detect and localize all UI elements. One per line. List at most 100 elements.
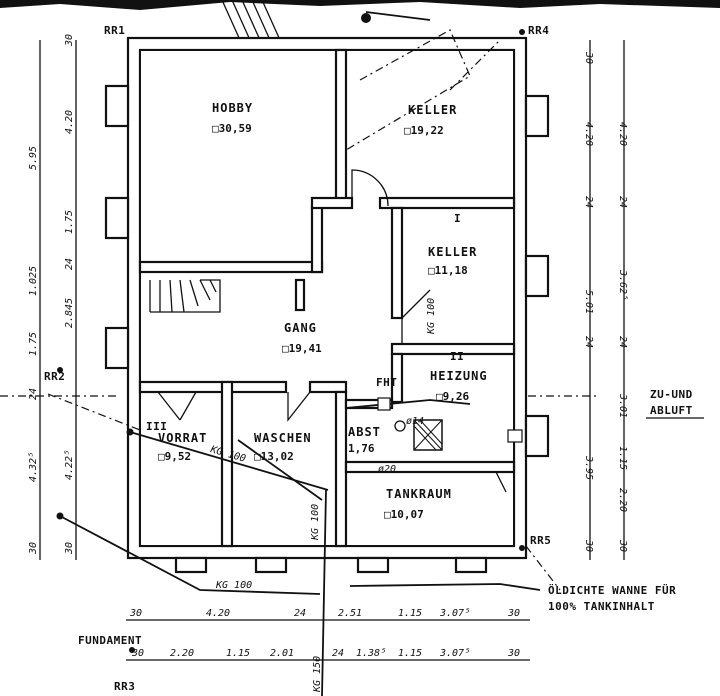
bottom2-dim-5: 1.38⁵ — [356, 648, 386, 659]
bottom1-dim-4: 1.15 — [398, 608, 422, 619]
notes: ZU-UND ABLUFT ÖLDICHTE WANNE FÜR 100% TA… — [78, 388, 704, 647]
drain-pipes — [59, 11, 541, 696]
diameter-14-label: ø14 — [406, 416, 424, 427]
room-keller1-name: KELLER — [408, 103, 457, 117]
left-dim-1: 4.20 — [64, 110, 75, 134]
window-niches-left — [104, 84, 130, 370]
interior-walls — [138, 48, 516, 548]
right-dim-9: 3.01 — [617, 393, 628, 418]
entrance-stair — [221, 0, 281, 41]
room-heizung-name: HEIZUNG — [430, 369, 488, 383]
left-dim-11: 30 — [28, 542, 39, 555]
corner-rr1: RR1 — [104, 24, 125, 37]
left-dim-0: 30 — [64, 34, 75, 47]
room-waschen-name: WASCHEN — [254, 431, 312, 445]
left-dim-3: 1.75 — [64, 210, 75, 234]
note-oil-tank-2: 100% TANKINHALT — [548, 600, 655, 613]
bottom1-dim-0: 30 — [129, 608, 142, 619]
interior-stair — [149, 279, 221, 313]
bottom2-dim-1: 2.20 — [170, 648, 194, 659]
left-dim-7: 1.75 — [28, 332, 39, 356]
bottom1-dim-6: 30 — [507, 608, 520, 619]
pipe-label-5: KG 150 — [312, 656, 323, 693]
door-swings — [157, 169, 507, 493]
room-vorrat-area: □9,52 — [158, 450, 191, 463]
bottom2-dim-6: 1.15 — [398, 648, 422, 659]
section-mark-1: I — [454, 212, 461, 225]
right-dim-3: 24 — [583, 196, 594, 208]
left-dim-8: 24 — [28, 388, 39, 400]
right-dim-8: 24 — [617, 336, 628, 348]
corner-markers: RR1 RR4 RR2 RR5 RR3 — [44, 24, 551, 693]
left-dim-12: 30 — [64, 542, 75, 555]
left-dim-9: 4.32⁵ — [28, 452, 39, 482]
room-waschen-area: □13,02 — [254, 450, 294, 463]
symbols: FHT ø14 ø20 I II III — [146, 212, 464, 475]
section-mark-2: II — [450, 350, 464, 363]
note-oil-tank-1: ÖLDICHTE WANNE FÜR — [548, 583, 676, 597]
note-zu-und: ZU-UND — [650, 388, 693, 401]
bottom2-dim-0: 30 — [131, 648, 144, 659]
bottom1-dim-5: 3.07⁵ — [439, 608, 470, 619]
bottom1-dim-3: 2.51 — [338, 608, 362, 619]
right-dim-7: 24 — [583, 336, 594, 348]
corner-rr3: RR3 — [114, 680, 135, 693]
note-fundament: FUNDAMENT — [78, 634, 142, 647]
pipe-label-3: KG 100 — [310, 504, 321, 541]
room-vorrat-name: VORRAT — [158, 431, 207, 445]
bottom1-dim-2: 24 — [294, 608, 306, 619]
pipe-label-1: KG 100 — [426, 298, 437, 335]
pipe-nodes — [56, 13, 525, 653]
right-dim-11: 1.15 — [617, 446, 628, 470]
bottom1-dim-1: 4.20 — [206, 608, 230, 619]
diameter-20-label: ø20 — [378, 464, 396, 475]
right-dim-6: 3.62⁵ — [617, 269, 628, 300]
room-gang-name: GANG — [284, 321, 317, 335]
room-heizung-area: □9,26 — [436, 390, 469, 403]
window-niches-bottom — [174, 556, 488, 574]
left-dim-5: 1.025 — [28, 266, 39, 296]
right-dim-10: 3.95 — [583, 455, 594, 480]
bottom2-dim-7: 3.07⁵ — [439, 648, 470, 659]
right-dim-2: 4.20 — [617, 122, 628, 146]
right-dim-0: 30 — [583, 51, 594, 64]
note-abluft: ABLUFT — [650, 404, 693, 417]
bottom2-dim-8: 30 — [507, 648, 520, 659]
room-gang-area: □19,41 — [282, 342, 322, 355]
right-dim-5: 5.01 — [583, 290, 594, 314]
left-dim-4: 24 — [64, 258, 75, 270]
bottom2-dim-2: 1.15 — [226, 648, 250, 659]
corner-rr4: RR4 — [528, 24, 549, 37]
pipe-label-4: KG 100 — [215, 580, 252, 591]
section-mark-3: III — [146, 420, 167, 433]
right-dim-14: 30 — [617, 539, 628, 552]
room-abst-name: ABST — [348, 425, 381, 439]
right-dim-12: 2.20 — [617, 488, 628, 512]
bottom2-dim-3: 2.01 — [270, 648, 294, 659]
right-dim-1: 4.20 — [583, 122, 594, 146]
dimension-right: 30 4.20 4.20 24 24 5.01 3.62⁵ 24 24 3.01… — [583, 40, 628, 560]
section-lines — [0, 29, 600, 591]
corner-rr2: RR2 — [44, 370, 65, 383]
room-hobby-area: □30,59 — [212, 122, 252, 135]
left-dim-10: 4.22⁵ — [64, 450, 75, 480]
corner-rr5: RR5 — [530, 534, 551, 547]
window-niches-right — [524, 94, 550, 458]
left-dim-2: 5.95 — [28, 146, 39, 170]
room-abst-area: 1,76 — [348, 442, 375, 455]
room-keller2-name: KELLER — [428, 245, 477, 259]
boiler-symbol — [377, 397, 523, 451]
room-tankraum-area: □10,07 — [384, 508, 424, 521]
room-tankraum-name: TANKRAUM — [386, 487, 452, 501]
room-keller1-area: □19,22 — [404, 124, 444, 137]
dimension-bottom: 30 4.20 24 2.51 1.15 3.07⁵ 30 30 2.20 1.… — [126, 608, 530, 661]
right-dim-13: 30 — [583, 539, 594, 552]
bottom2-dim-4: 24 — [332, 648, 344, 659]
dimension-left: 30 4.20 5.95 1.75 24 1.025 2.845 1.75 24… — [28, 34, 77, 560]
left-dim-6: 2.845 — [64, 298, 75, 328]
right-dim-4: 24 — [617, 196, 628, 208]
room-hobby-name: HOBBY — [212, 101, 253, 115]
room-labels: HOBBY □30,59 KELLER □19,22 KELLER □11,18… — [158, 101, 488, 521]
fht-label: FHT — [376, 376, 397, 389]
